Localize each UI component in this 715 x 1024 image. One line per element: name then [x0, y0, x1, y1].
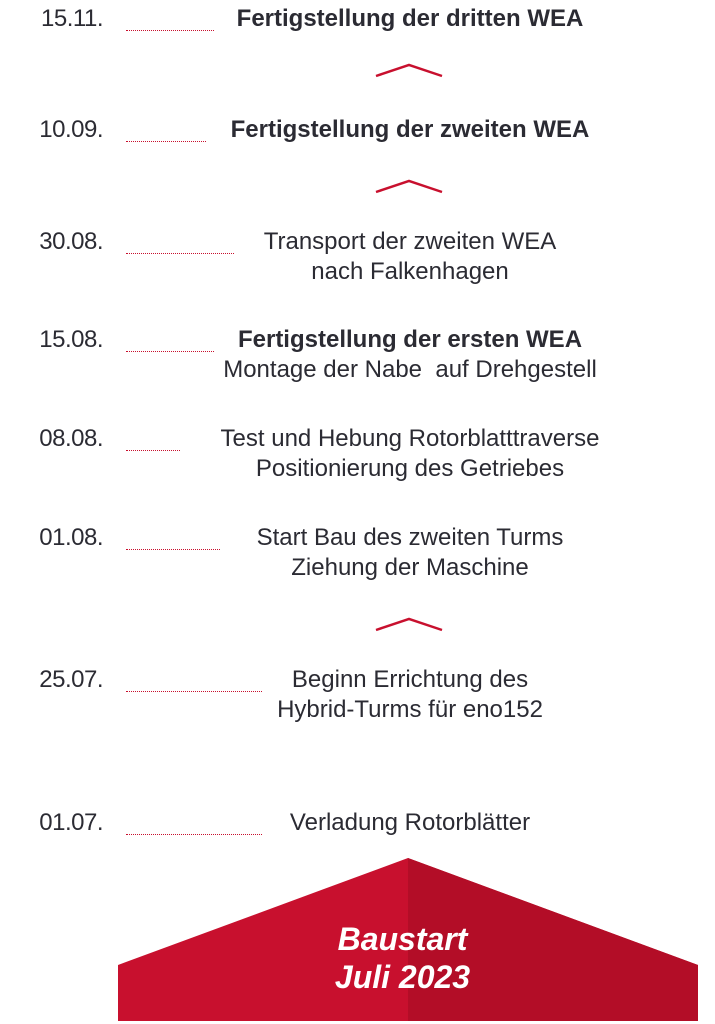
entry-description: Start Bau des zweiten Turms Ziehung der … — [130, 523, 690, 583]
dotted-connector — [126, 351, 214, 352]
entry-date: 15.11. — [41, 5, 103, 32]
entry-date: 30.08. — [39, 228, 103, 255]
entry-description: Beginn Errichtung des Hybrid-Turms für e… — [130, 665, 690, 725]
entry-line: Fertigstellung der zweiten WEA — [230, 116, 590, 143]
entry-date: 01.08. — [39, 524, 103, 551]
entry-line: Positionierung des Getriebes — [255, 455, 565, 482]
entry-date: 01.07. — [39, 809, 103, 836]
dotted-connector — [126, 141, 206, 142]
entry-description: Test und Hebung Rotorblatttraverse Posit… — [130, 424, 690, 484]
start-banner-text: Baustart Juli 2023 — [250, 920, 555, 996]
entry-line: Test und Hebung Rotorblatttraverse — [220, 425, 600, 452]
entry-description: Transport der zweiten WEA nach Falkenhag… — [130, 227, 690, 287]
dotted-connector — [126, 834, 262, 835]
entry-line: Ziehung der Maschine — [291, 554, 529, 581]
entry-description: Verladung Rotorblätter — [130, 808, 690, 838]
entry-description: Fertigstellung der ersten WEA Montage de… — [130, 325, 690, 385]
dotted-connector — [126, 450, 180, 451]
entry-date: 10.09. — [39, 116, 103, 143]
start-banner-date: Juli 2023 — [334, 959, 471, 995]
chevron-up-icon — [375, 179, 443, 194]
entry-line: Verladung Rotorblätter — [289, 809, 531, 836]
entry-line: Fertigstellung der dritten WEA — [236, 5, 584, 32]
entry-line: Montage der Nabe auf Drehgestell — [223, 356, 597, 383]
entry-line: nach Falkenhagen — [311, 258, 509, 285]
entry-description: Fertigstellung der dritten WEA — [130, 4, 690, 34]
dotted-connector — [126, 30, 214, 31]
entry-date: 08.08. — [39, 425, 103, 452]
chevron-up-icon — [375, 617, 443, 632]
entry-line: Beginn Errichtung des — [291, 666, 529, 693]
dotted-connector — [126, 253, 234, 254]
entry-description: Fertigstellung der zweiten WEA — [130, 115, 690, 145]
entry-date: 15.08. — [39, 326, 103, 353]
entry-line: Fertigstellung der ersten WEA — [237, 326, 583, 353]
start-banner-title: Baustart — [337, 921, 468, 957]
entry-line: Hybrid-Turms für eno152 — [277, 696, 543, 723]
entry-date: 25.07. — [39, 666, 103, 693]
entry-line: Transport der zweiten WEA — [263, 228, 557, 255]
entry-line: Start Bau des zweiten Turms — [256, 524, 564, 551]
chevron-up-icon — [375, 63, 443, 78]
dotted-connector — [126, 691, 262, 692]
dotted-connector — [126, 549, 220, 550]
